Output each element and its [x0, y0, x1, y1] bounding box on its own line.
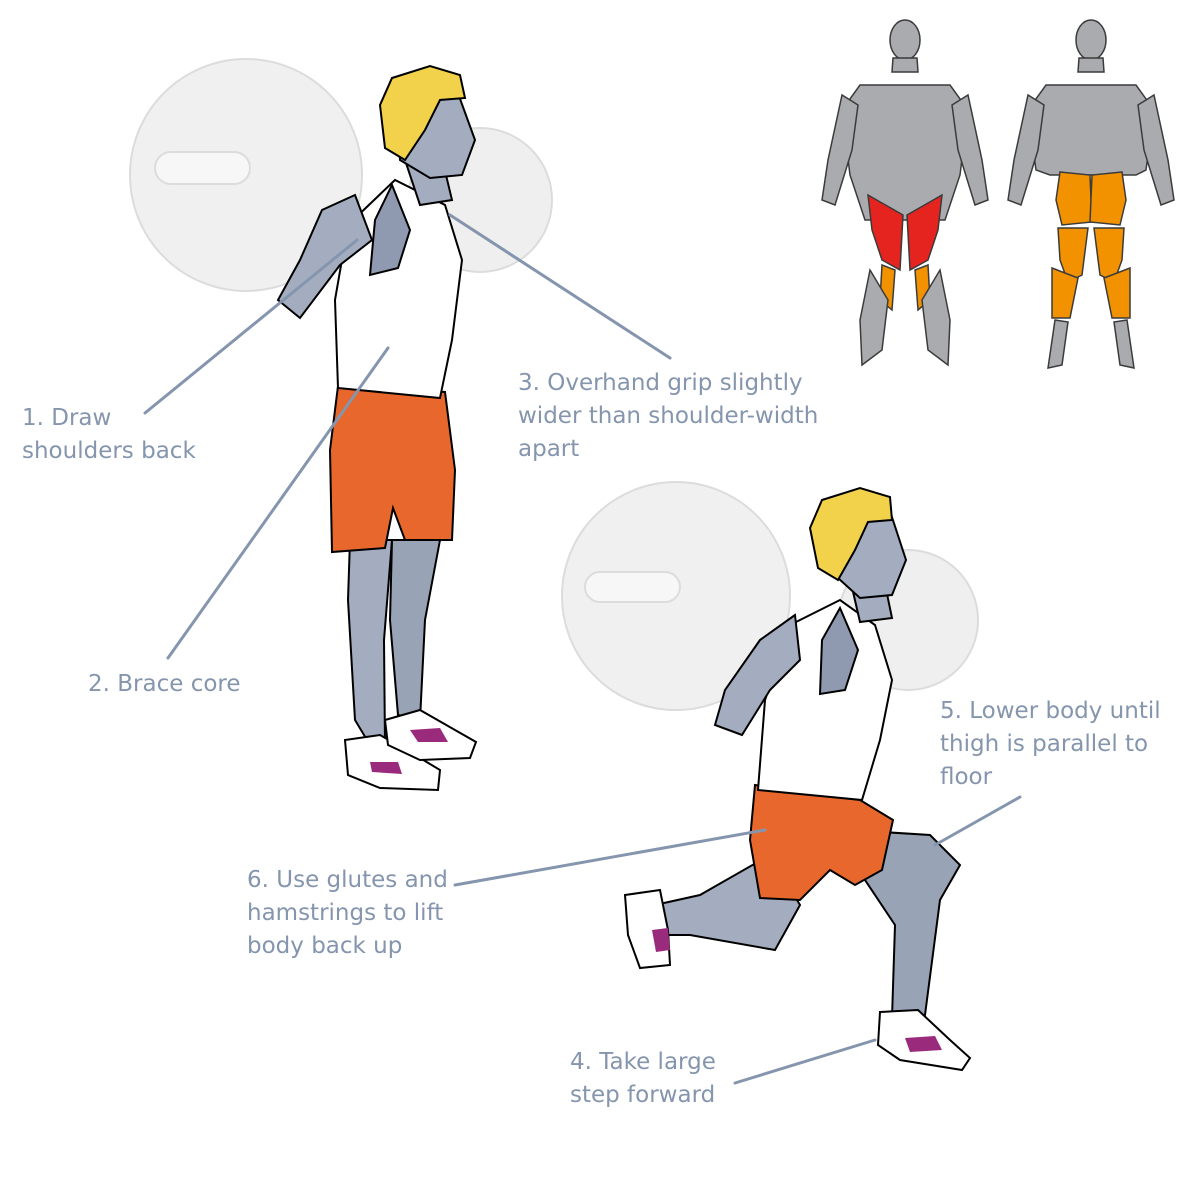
step3-line3: apart: [518, 436, 580, 462]
step4-line2: step forward: [570, 1082, 716, 1108]
step5-line3: floor: [940, 764, 993, 790]
step2-label: 2. Brace core: [88, 668, 241, 701]
step4-line1: 4. Take large: [570, 1049, 716, 1075]
step5-line2: thigh is parallel to: [940, 731, 1149, 757]
leader-line-step2: [166, 346, 390, 660]
leader-line-step6: [453, 828, 767, 887]
step6-label: 6. Use glutes and hamstrings to lift bod…: [247, 864, 448, 963]
step1-line2: shoulders back: [22, 438, 196, 464]
step4-label: 4. Take large step forward: [570, 1046, 716, 1112]
step2-line1: 2. Brace core: [88, 671, 241, 697]
step3-line2: wider than shoulder-width: [518, 403, 819, 429]
leader-line-step3: [448, 213, 672, 360]
leader-line-step5: [933, 795, 1022, 847]
step5-line1: 5. Lower body until: [940, 698, 1161, 724]
step6-line2: hamstrings to lift: [247, 900, 444, 926]
step1-line1: 1. Draw: [22, 405, 112, 431]
leader-line-step4: [733, 1038, 877, 1085]
lunge-figure: [561, 481, 979, 1072]
standing-figure: [129, 58, 553, 792]
step6-line3: body back up: [247, 933, 403, 959]
leader-line-step1: [143, 238, 359, 415]
step1-label: 1. Draw shoulders back: [22, 402, 196, 468]
front-view: [821, 19, 989, 367]
step6-line1: 6. Use glutes and: [247, 867, 448, 893]
step3-label: 3. Overhand grip slightly wider than sho…: [518, 367, 818, 466]
step3-line1: 3. Overhand grip slightly: [518, 370, 803, 396]
step5-label: 5. Lower body until thigh is parallel to…: [940, 695, 1161, 794]
back-view: [1007, 19, 1175, 369]
muscle-map: [821, 19, 1175, 369]
leader-lines: [143, 213, 1022, 1085]
